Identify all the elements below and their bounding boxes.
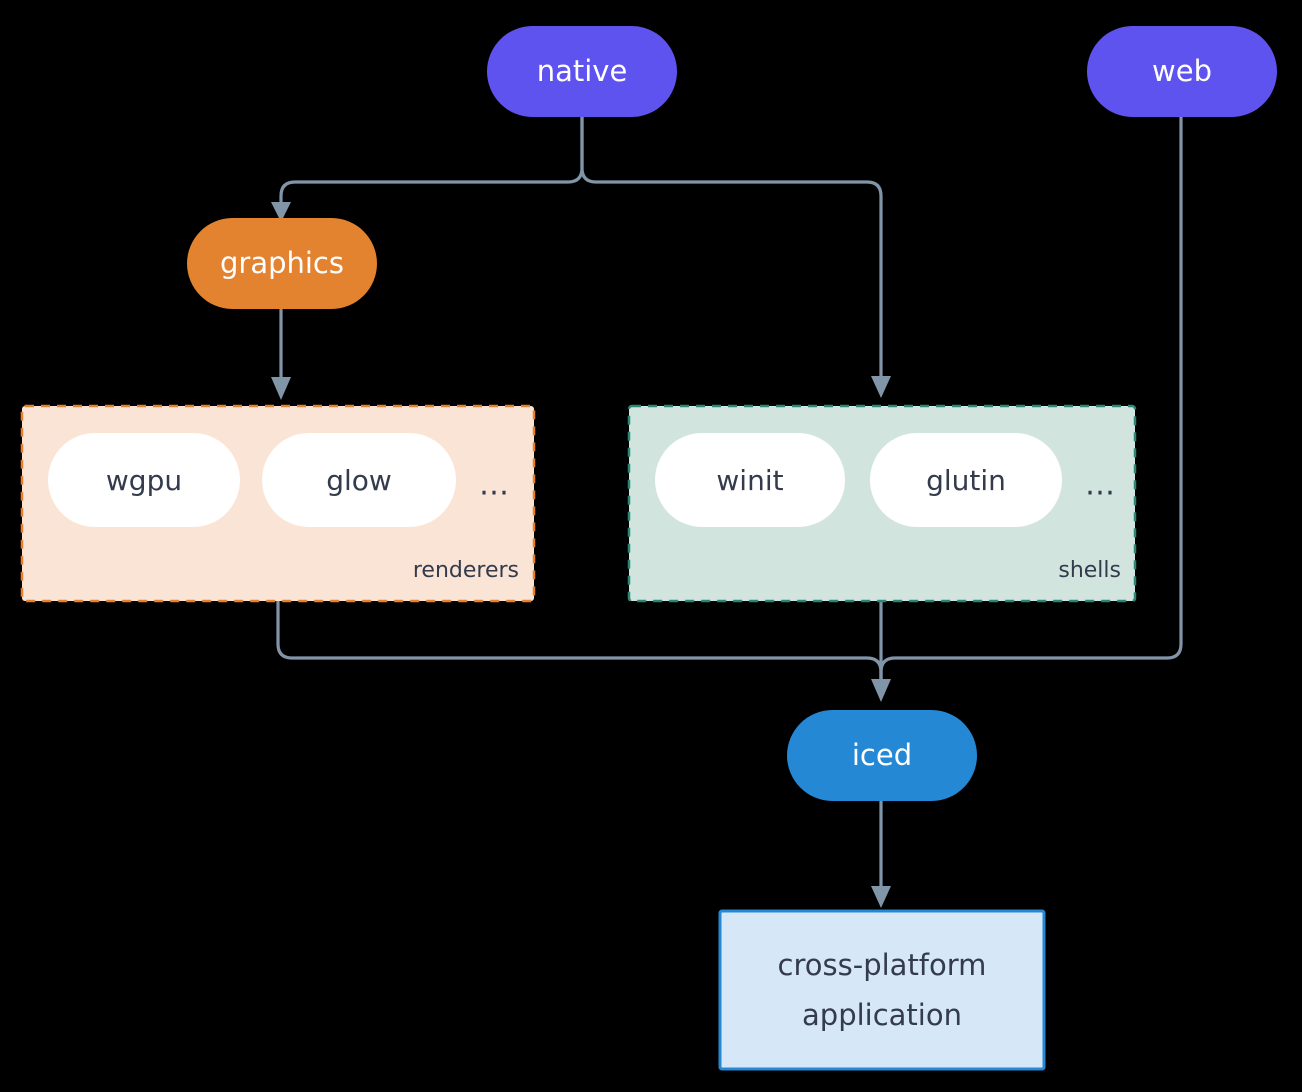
node-native-shape[interactable] — [487, 26, 677, 117]
node-native-label: native — [537, 54, 628, 88]
pill-wgpu[interactable] — [48, 433, 240, 527]
arrowhead-native-to-shells — [871, 376, 891, 398]
edge-renderers-to-iced — [276, 601, 883, 680]
pill-glow[interactable] — [262, 433, 456, 527]
pill-winit[interactable] — [655, 433, 845, 527]
edge-web-to-iced — [879, 117, 1183, 680]
edge-native-to-shells — [580, 117, 883, 378]
node-native[interactable]: native — [487, 26, 677, 117]
arrowhead-graphics-to-renderers — [271, 377, 291, 400]
node-application-label-line1: cross-platform — [778, 948, 987, 982]
node-graphics[interactable]: graphics — [187, 218, 377, 309]
node-iced-label: iced — [852, 738, 912, 772]
pill-glutin[interactable] — [870, 433, 1062, 527]
arrowhead-native-to-graphics — [271, 202, 291, 222]
group-renderers: wgpu glow … renderers — [20, 404, 536, 603]
group-renderers-label: renderers — [413, 558, 519, 583]
node-graphics-label: graphics — [220, 246, 344, 280]
pill-glutin-label: glutin — [926, 464, 1006, 497]
node-application-label-line2: application — [802, 998, 962, 1032]
pill-glow-label: glow — [326, 464, 392, 497]
node-web[interactable]: web — [1087, 26, 1277, 117]
node-iced[interactable]: iced — [787, 710, 977, 801]
edge-layer — [271, 117, 1183, 908]
arrowhead-iced-to-application — [871, 886, 891, 908]
node-application-shape[interactable] — [718, 909, 1046, 1071]
shells-ellipsis: … — [1085, 468, 1115, 503]
node-iced-shape[interactable] — [787, 710, 977, 801]
node-web-label: web — [1152, 54, 1212, 88]
node-web-shape[interactable] — [1087, 26, 1277, 117]
renderers-ellipsis: … — [479, 468, 509, 503]
group-shells-label: shells — [1058, 558, 1121, 583]
pill-winit-label: winit — [716, 464, 783, 497]
node-graphics-shape[interactable] — [187, 218, 377, 309]
group-shells: winit glutin … shells — [627, 404, 1137, 603]
arrowhead-merge-to-iced — [871, 679, 891, 702]
pill-wgpu-label: wgpu — [106, 464, 182, 497]
edge-native-to-graphics — [279, 117, 584, 206]
node-application[interactable]: cross-platform application — [718, 909, 1046, 1071]
